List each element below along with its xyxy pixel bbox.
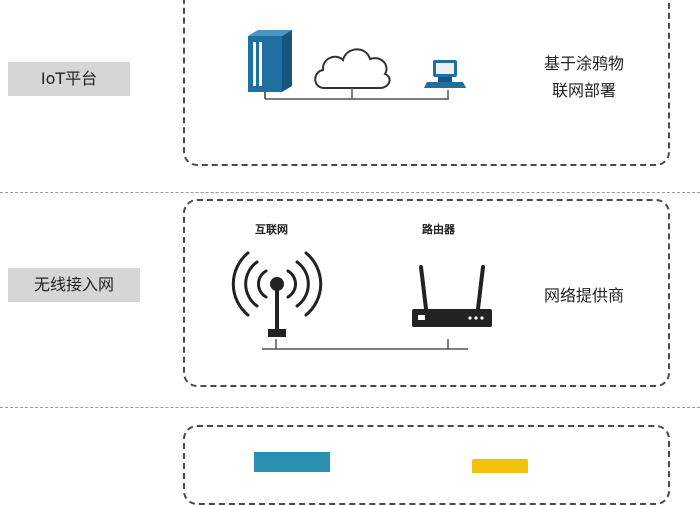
antenna-label: 互联网 (255, 223, 288, 236)
device-yellow-icon (472, 459, 528, 473)
section-divider-2 (0, 407, 700, 408)
computer-icon (424, 60, 466, 88)
network-connector-line (265, 88, 449, 100)
device-teal-icon (254, 452, 330, 472)
iot-platform-frame (183, 0, 670, 166)
description-line-1: 基于涂鸦物 (543, 54, 624, 73)
access-network-line (262, 339, 468, 350)
layer-label-iot-platform: IoT平台 (8, 62, 130, 96)
router-label: 路由器 (422, 223, 455, 236)
layer-label-wireless-access: 无线接入网 (8, 268, 140, 302)
iot-platform-description: 基于涂鸦物 联网部署 (524, 50, 644, 104)
description-line-2: 联网部署 (551, 81, 616, 100)
wireless-access-frame (183, 199, 670, 387)
wireless-access-description: 网络提供商 (543, 286, 624, 305)
antenna-icon (231, 251, 323, 337)
section-divider-1 (0, 192, 700, 193)
router-icon (412, 265, 492, 327)
cloud-icon (314, 48, 391, 89)
server-icon (248, 30, 292, 99)
